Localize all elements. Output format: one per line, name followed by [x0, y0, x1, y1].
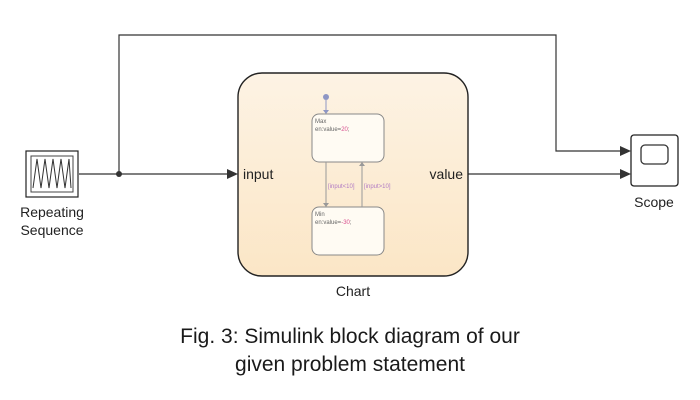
state-max-box: [311, 113, 385, 163]
default-transition-arrow: [323, 110, 329, 114]
branch-point: [116, 171, 122, 177]
repeating-sequence-inner: [30, 155, 74, 193]
state-min[interactable]: Min en:value=-30;: [311, 206, 385, 256]
repeating-sequence-label-line1: Repeating: [20, 204, 84, 220]
state-min-box: [311, 206, 385, 256]
figure-caption-line1: Fig. 3: Simulink block diagram of our: [180, 325, 520, 348]
state-min-action: en:value=-30;: [315, 220, 352, 226]
chart-block-body: [237, 72, 469, 277]
arrow-chart-input: [227, 169, 238, 179]
transition-min-to-max-label: [input>10]: [364, 184, 391, 190]
transition-max-to-min-label: [input<10]: [328, 184, 355, 190]
repeating-sequence-block[interactable]: Repeating Sequence: [20, 150, 84, 238]
transition-max-to-min-arrow: [323, 203, 329, 207]
transitions: [325, 162, 363, 207]
scope-screen-icon: [640, 144, 669, 165]
scope-block[interactable]: Scope: [630, 134, 679, 210]
state-max-name: Max: [315, 119, 326, 125]
chart-block[interactable]: input value Chart Max en:value=20; Min e…: [237, 72, 469, 299]
figure-caption-line2: given problem statement: [235, 353, 465, 376]
state-min-name: Min: [315, 212, 325, 218]
wire-branch-to-scope[interactable]: [118, 34, 620, 174]
arrow-scope-input-1: [620, 146, 631, 156]
state-max-action: en:value=20;: [315, 127, 350, 133]
repeating-sequence-label-line2: Sequence: [20, 222, 83, 238]
default-transition-dot: [323, 94, 329, 100]
chart-block-label: Chart: [336, 283, 370, 299]
chart-output-port-label: value: [430, 166, 464, 182]
scope-label: Scope: [634, 194, 674, 210]
state-max[interactable]: Max en:value=20;: [311, 113, 385, 163]
signal-wires: [79, 34, 620, 175]
transition-min-to-max-arrow: [359, 162, 365, 166]
sawtooth-waveform-icon: [32, 158, 72, 189]
chart-input-port-label: input: [243, 166, 273, 182]
arrow-scope-input-2: [620, 169, 631, 179]
